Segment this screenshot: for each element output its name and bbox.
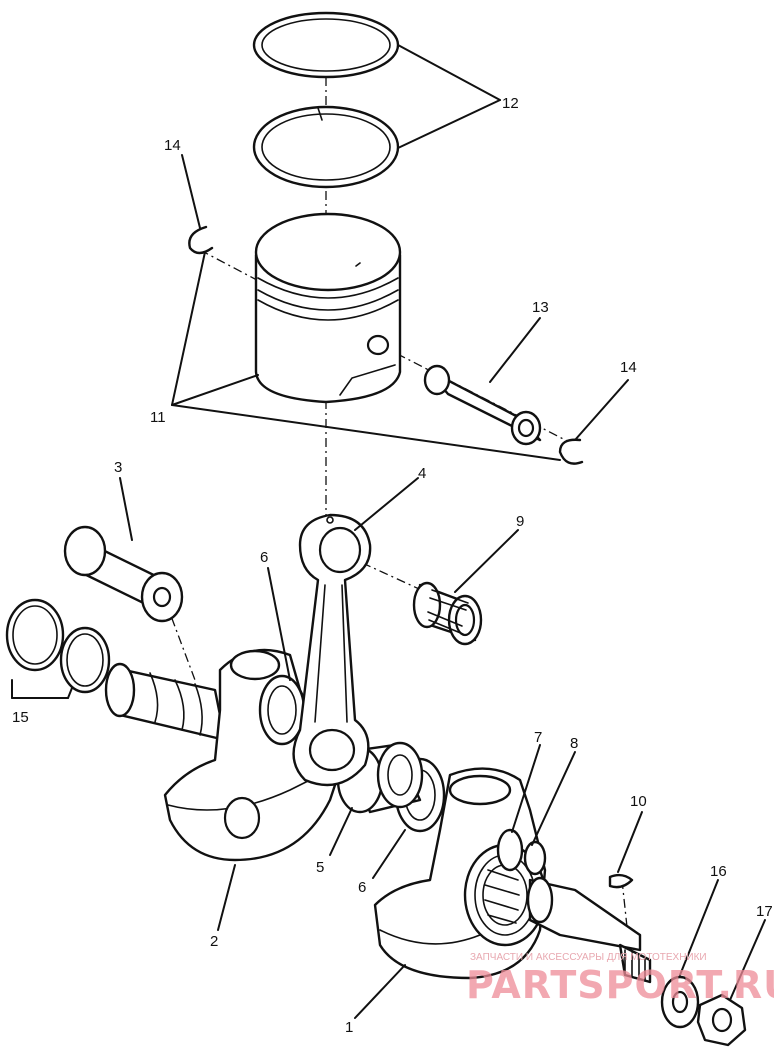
needle-bearing: [412, 581, 483, 646]
crankshaft-left-half: [104, 648, 342, 862]
woodruff-key: [608, 873, 634, 889]
crankshaft-nut: [696, 993, 747, 1047]
snap-ring-pair: [5, 598, 111, 694]
callout-13: 13: [532, 299, 549, 316]
watermark-brand: PARTSPORT.RU: [466, 963, 774, 1007]
leader-lines: [11, 44, 766, 1019]
wrist-pin: [423, 364, 542, 446]
callout-16: 16: [710, 863, 727, 880]
callout-9: 9: [516, 513, 524, 530]
callout-6-left: 6: [260, 549, 268, 566]
callout-10: 10: [630, 793, 647, 810]
callout-12: 12: [502, 95, 519, 112]
piston-ring-upper: [252, 11, 400, 79]
callout-8: 8: [570, 735, 578, 752]
callout-7: 7: [534, 729, 542, 746]
callout-5: 5: [316, 859, 324, 876]
callout-1: 1: [345, 1019, 353, 1036]
oil-seal: [496, 828, 524, 872]
callout-15: 15: [12, 709, 29, 726]
callout-14-right: 14: [620, 359, 637, 376]
callout-3: 3: [114, 459, 122, 476]
partsport-watermark: ЗАПЧАСТИ И АКСЕССУАРЫ ДЛЯ МОТОТЕХНИКИ PA…: [466, 952, 774, 1007]
circlip-left: [188, 225, 214, 255]
bearing-right: [523, 840, 547, 876]
crankshaft-right-half: [373, 767, 652, 984]
piston: [254, 212, 402, 404]
callout-14-top: 14: [164, 137, 181, 154]
piston-ring-lower: [252, 105, 400, 189]
circlip-right: [558, 438, 584, 465]
callout-2: 2: [210, 933, 218, 950]
callout-6-right: 6: [358, 879, 366, 896]
washer: [660, 975, 700, 1029]
crank-pin: [63, 525, 184, 623]
callout-17: 17: [756, 903, 773, 920]
callout-4: 4: [418, 465, 426, 482]
connecting-rod: [292, 513, 372, 787]
callout-labels: 12 14 13 14 11 3 4 9 6 15 7 8 10 5 6 16 …: [12, 95, 773, 1036]
watermark-tagline: ЗАПЧАСТИ И АКСЕССУАРЫ ДЛЯ МОТОТЕХНИКИ: [470, 952, 707, 963]
callout-11: 11: [150, 409, 166, 426]
